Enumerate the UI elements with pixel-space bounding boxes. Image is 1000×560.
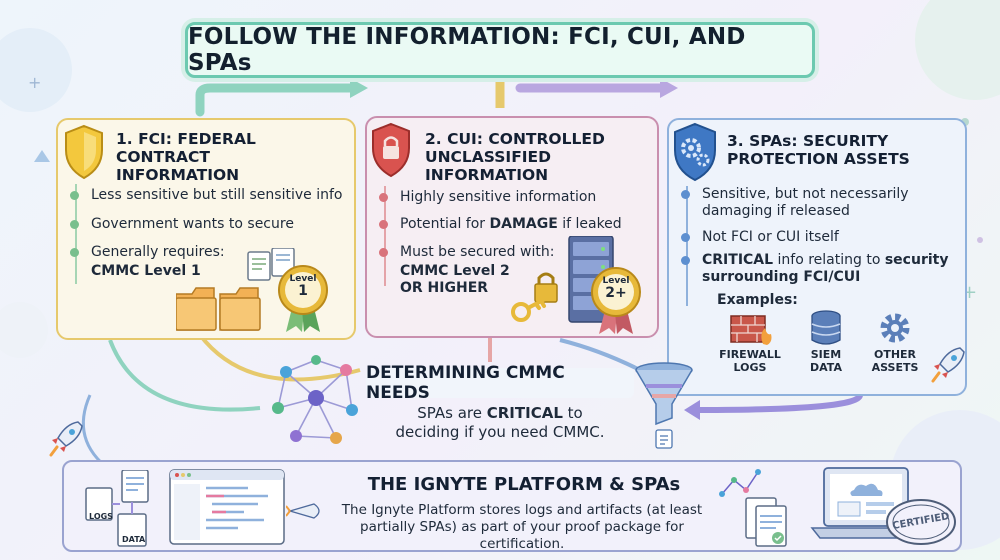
center-title-box: DETERMINING CMMC NEEDS (366, 363, 634, 403)
network-icon (272, 355, 358, 444)
doc-logs-label: LOGS (89, 512, 113, 521)
cui-level-text: CMMC Level 2 OR HIGHER (400, 263, 510, 296)
cui-panel: 2. CUI: CONTROLLED UNCLASSIFIED INFORMAT… (365, 116, 659, 338)
lock-shield-icon (372, 122, 410, 178)
badge-level-word: Level (602, 276, 630, 286)
examples-label: Examples: (717, 292, 798, 308)
rocket-icon (931, 347, 965, 383)
code-window-icon (169, 469, 285, 545)
funnel-icon (635, 362, 693, 449)
badge-level-num: 1 (298, 283, 308, 299)
badge-level-word: Level (289, 274, 317, 284)
title-banner: FOLLOW THE INFORMATION: FCI, CUI, AND SP… (185, 22, 815, 78)
spa-panel: 3. SPAs: SECURITY PROTECTION ASSETS Sens… (667, 118, 967, 396)
center-description: SPAs are CRITICAL to deciding if you nee… (395, 404, 605, 441)
shield-icon (65, 124, 103, 180)
page-title: FOLLOW THE INFORMATION: FCI, CUI, AND SP… (188, 24, 746, 76)
fci-level-text: CMMC Level 1 (91, 263, 201, 279)
doc-data-label: DATA (122, 535, 146, 544)
spa-title: 3. SPAs: SECURITY PROTECTION ASSETS (727, 132, 910, 168)
rocket-icon (49, 421, 83, 457)
list-item: Highly sensitive information (379, 189, 596, 206)
list-item: Potential for DAMAGE if leaked (379, 216, 622, 233)
documents-icon (85, 470, 149, 547)
laptop-icon (810, 467, 922, 539)
firewall-icon (730, 315, 772, 345)
list-item: Generally requires: (70, 244, 225, 261)
gear-shield-icon (674, 122, 716, 182)
folders-docs-icon (176, 248, 295, 331)
list-item: Must be secured with: (379, 244, 554, 261)
svg-text:+: + (28, 73, 41, 92)
platform-description: The Ignyte Platform stores logs and arti… (341, 502, 703, 552)
list-item: CRITICAL info relating to security surro… (681, 252, 948, 286)
certified-stamp-icon (886, 499, 956, 545)
fci-title: 1. FCI: FEDERAL CONTRACT INFORMATION (116, 130, 256, 184)
badge-level-num: 2+ (605, 285, 627, 301)
cui-title: 2. CUI: CONTROLLED UNCLASSIFIED INFORMAT… (425, 130, 605, 184)
platform-title: THE IGNYTE PLATFORM & SPAs (367, 474, 681, 495)
platform-panel: LOGS DATA THE IGNYTE PLATFORM & SPAs The… (62, 460, 962, 552)
gear-icon (880, 313, 910, 343)
level-2-badge-icon (591, 267, 641, 334)
list-item: Not FCI or CUI itself (681, 229, 839, 246)
documents-network-icon (719, 469, 787, 547)
level-1-badge-icon (278, 265, 328, 332)
fci-panel: 1. FCI: FEDERAL CONTRACT INFORMATION Les… (56, 118, 356, 340)
database-icon (811, 310, 841, 345)
list-item: Government wants to secure (70, 216, 294, 233)
small-rocket-icon (286, 503, 320, 519)
list-item: Less sensitive but still sensitive info (70, 187, 342, 204)
